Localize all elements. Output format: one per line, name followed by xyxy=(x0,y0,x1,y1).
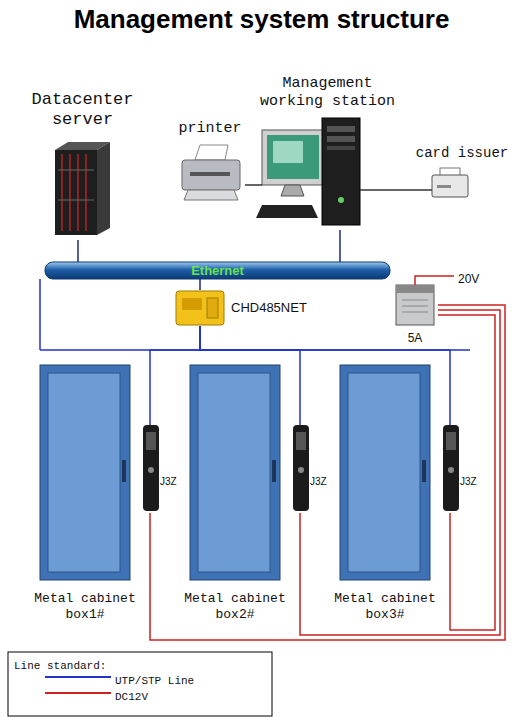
printer-node: printer xyxy=(175,120,245,205)
dc-line xyxy=(150,305,505,640)
network-cable xyxy=(339,230,341,262)
server-picture xyxy=(55,142,110,235)
computer-picture xyxy=(255,118,400,225)
node-label: Datacenter server xyxy=(20,90,145,130)
lock-picture xyxy=(143,425,159,511)
ethernet-band: Ethernet xyxy=(45,262,390,279)
network-cable xyxy=(77,240,79,262)
lock-node: J3Z xyxy=(142,425,182,513)
converter-node: CHD485NET xyxy=(175,290,325,326)
utp-line xyxy=(200,326,450,425)
dc-line xyxy=(438,315,495,630)
cabinet-node: Metal cabinet box2# xyxy=(180,365,290,623)
card-issuer-node: card issuer xyxy=(412,145,512,205)
legend-frame xyxy=(8,652,272,716)
utp-line xyxy=(200,326,300,425)
label-box: 20V xyxy=(458,269,479,287)
node-label: J3Z xyxy=(160,476,177,488)
server-node: Datacenter server xyxy=(20,90,145,240)
bus-wire xyxy=(39,279,41,350)
printer-picture xyxy=(182,145,240,200)
card-issuer-picture xyxy=(412,168,468,197)
cabinet-picture xyxy=(190,365,280,580)
cabinet-picture xyxy=(340,365,430,580)
cabinet-node: Metal cabinet box3# xyxy=(330,365,440,623)
lock-picture xyxy=(443,425,459,511)
lock-node: J3Z xyxy=(442,425,482,513)
node-label: CHD485NET xyxy=(231,300,307,316)
network-cable xyxy=(199,279,201,290)
legend-line xyxy=(45,692,111,694)
node-label: Ethernet xyxy=(191,264,244,277)
power-supply-node: 5A xyxy=(392,283,438,345)
converter-picture xyxy=(176,291,224,325)
voltage-label: 20V xyxy=(458,272,479,286)
legend-text: DC12V xyxy=(115,691,148,703)
node-label: J3Z xyxy=(310,476,327,488)
node-label: Metal cabinet box2# xyxy=(180,591,290,623)
node-label: J3Z xyxy=(460,476,477,488)
cabinet-node: Metal cabinet box1# xyxy=(30,365,140,623)
legend-box: UTP/STP Line xyxy=(115,670,194,688)
workstation-node: Management working station xyxy=(255,75,400,230)
utp-line xyxy=(150,326,200,425)
node-label: 5A xyxy=(408,331,423,345)
device-cable xyxy=(400,189,412,191)
title-box: Management system structure xyxy=(0,4,523,34)
dc-line xyxy=(300,310,500,635)
node-label: printer xyxy=(178,120,241,138)
ethernet-tube xyxy=(45,262,390,279)
node-label: Management working station xyxy=(255,75,400,111)
legend-line xyxy=(45,676,111,678)
power-supply-picture xyxy=(396,276,454,325)
node-label: Metal cabinet box1# xyxy=(30,591,140,623)
device-cable xyxy=(245,184,255,186)
node-label: card issuer xyxy=(416,145,508,162)
legend-box: DC12V xyxy=(115,686,148,704)
legend-heading: Line standard: xyxy=(14,660,106,672)
node-label: Metal cabinet box3# xyxy=(330,591,440,623)
lock-picture xyxy=(293,425,309,511)
lock-node: J3Z xyxy=(292,425,332,513)
diagram-title: Management system structure xyxy=(74,4,450,34)
cabinet-picture xyxy=(40,365,130,580)
label-box: Line standard: xyxy=(14,655,106,673)
legend-text: UTP/STP Line xyxy=(115,675,194,687)
